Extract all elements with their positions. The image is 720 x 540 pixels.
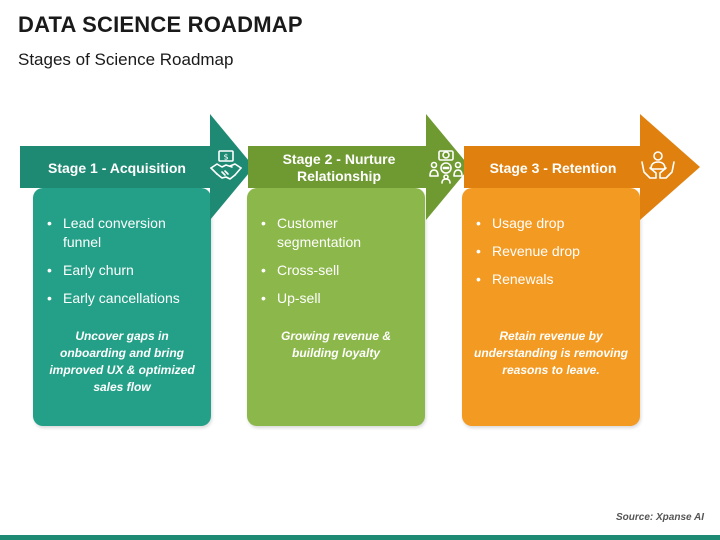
bullet-item: Lead conversion funnel xyxy=(47,214,203,252)
bottom-bar xyxy=(0,535,720,540)
hands-person-icon xyxy=(641,151,675,179)
stage-1-label: Stage 1 - Acquisition xyxy=(48,159,186,176)
stage-3-arrow xyxy=(464,114,700,220)
bullet-item: Early churn xyxy=(47,261,203,280)
bullet-item: Revenue drop xyxy=(476,242,632,261)
bullet-item: Usage drop xyxy=(476,214,632,233)
stage-3-card: Usage drop Revenue drop Renewals Retain … xyxy=(462,188,640,426)
page-subtitle: Stages of Science Roadmap xyxy=(18,50,234,69)
stage-2-label: Stage 2 - Nurture Relationship xyxy=(282,151,396,184)
stage-3-note: Retain revenue by understanding is remov… xyxy=(473,329,629,377)
stage-1-note: Uncover gaps in onboarding and bring imp… xyxy=(49,329,195,394)
stage-2-bullets: Customer segmentation Cross-sell Up-sell xyxy=(261,214,417,317)
stage-3-label: Stage 3 - Retention xyxy=(489,159,617,176)
group-meeting-icon xyxy=(429,150,463,184)
bullet-item: Up-sell xyxy=(261,289,417,308)
stage-1-arrow xyxy=(20,114,254,220)
page-title: DATA SCIENCE ROADMAP xyxy=(18,12,303,37)
source-note: Source: Xpanse AI xyxy=(616,512,704,523)
money-handshake-icon: $ xyxy=(210,150,242,180)
bullet-item: Cross-sell xyxy=(261,261,417,280)
bullet-item: Customer segmentation xyxy=(261,214,417,252)
stage-3-bullets: Usage drop Revenue drop Renewals xyxy=(476,214,632,298)
bullet-item: Early cancellations xyxy=(47,289,203,308)
bullet-item: Renewals xyxy=(476,270,632,289)
svg-text:$: $ xyxy=(223,153,228,162)
stage-2-note: Growing revenue & building loyalty xyxy=(280,329,392,360)
stage-2-arrow xyxy=(248,114,470,220)
stage-1-card: Lead conversion funnel Early churn Early… xyxy=(33,188,211,426)
stage-1-bullets: Lead conversion funnel Early churn Early… xyxy=(47,214,203,317)
stage-2-card: Customer segmentation Cross-sell Up-sell… xyxy=(247,188,425,426)
